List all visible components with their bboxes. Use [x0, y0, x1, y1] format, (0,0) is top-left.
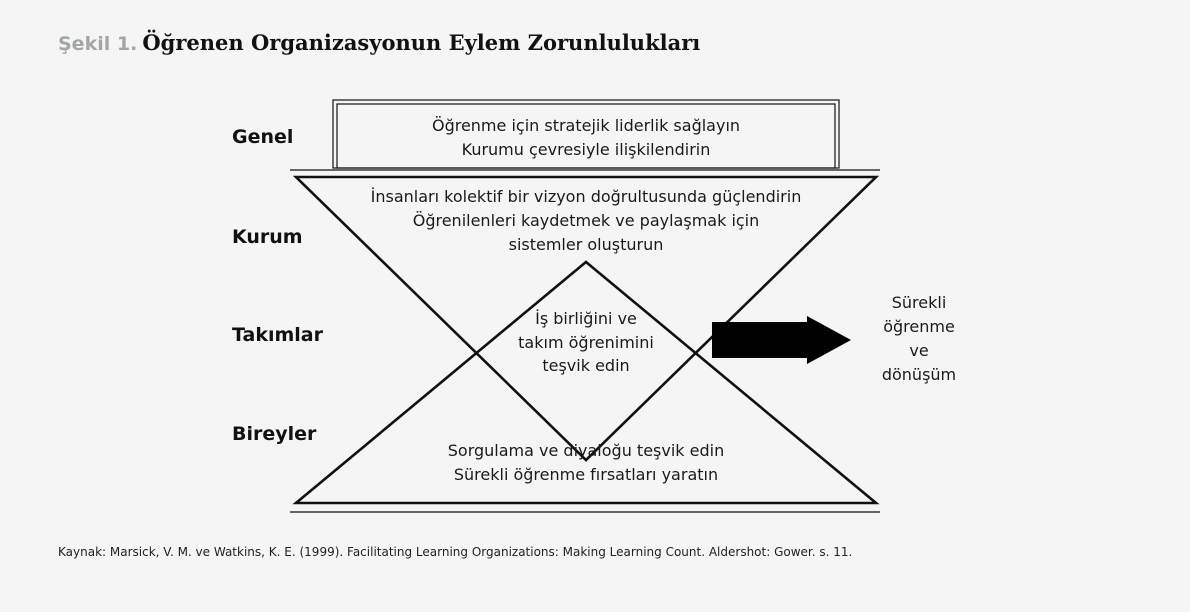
kurum-text-line-3: sistemler oluşturun [509, 235, 664, 254]
genel-text-line-1: Öğrenme için stratejik liderlik sağlayın [432, 116, 740, 135]
level-label-kurum: Kurum [232, 226, 303, 248]
outcome-text-line-4: dönüşüm [882, 365, 956, 384]
genel-text-line-2: Kurumu çevresiyle ilişkilendirin [462, 140, 711, 159]
figure-number: Şekil 1. [58, 33, 138, 55]
level-label-bireyler: Bireyler [232, 423, 317, 445]
genel-box-inner [336, 103, 836, 169]
takim-text-line-1: İş birliğini ve [535, 309, 637, 328]
figure-title-text: Öğrenen Organizasyonun Eylem Zorunlulukl… [142, 30, 701, 55]
outcome-text-line-3: ve [909, 341, 928, 360]
kurum-text-line-1: İnsanları kolektif bir vizyon doğrultusu… [371, 187, 802, 206]
bireyler-triangle [292, 260, 880, 505]
right-arrow-icon [712, 316, 851, 364]
kurum-text-line-2: Öğrenilenleri kaydetmek ve paylaşmak içi… [413, 211, 760, 230]
outcome-text-line-2: öğrenme [883, 317, 955, 336]
takim-text-line-3: teşvik edin [542, 356, 629, 375]
birey-text-line-1: Sorgulama ve diyaloğu teşvik edin [448, 441, 724, 460]
genel-box [332, 99, 840, 169]
takim-text-line-2: takım öğrenimini [518, 333, 654, 352]
outcome-text-line-1: Sürekli [892, 293, 947, 312]
level-label-genel: Genel [232, 126, 293, 148]
birey-text-line-2: Sürekli öğrenme fırsatları yaratın [454, 465, 718, 484]
source-citation: Kaynak: Marsick, V. M. ve Watkins, K. E.… [58, 545, 853, 559]
level-label-takimlar: Takımlar [232, 324, 324, 346]
figure-title: Şekil 1. Öğrenen Organizasyonun Eylem Zo… [58, 30, 700, 55]
kurum-triangle [292, 175, 880, 462]
